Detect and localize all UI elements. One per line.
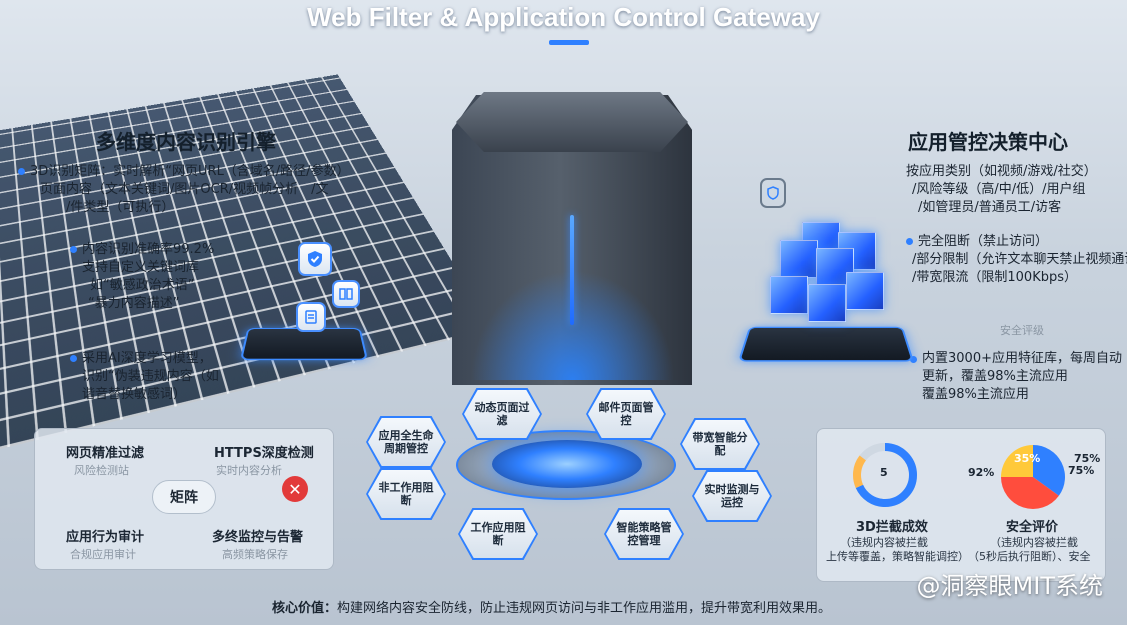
pie-pct-top: 35% (1014, 452, 1041, 465)
matrix-cell-sub: 实时内容分析 (216, 464, 282, 477)
right-item-3-line-2: 更新，覆盖98%主流应用 (922, 369, 1068, 384)
bullet (70, 246, 77, 253)
page-title: Web Filter & Application Control Gateway (307, 2, 820, 32)
right-item-2-line-3: /带宽限流（限制100Kbps） (912, 270, 1077, 285)
left-item-3-line-2: 识别“伪装违规内容（如 (82, 369, 219, 384)
left-heading: 多维度内容识别引擎 (96, 130, 276, 154)
left-item-2-line-4: “暴力内容描述” (88, 296, 180, 311)
right-item-2-line-2: /部分限制（允许文本聊天禁止视频通话 (912, 252, 1127, 267)
pie-pct-left: 92% (968, 466, 995, 479)
server-light-strip (570, 215, 574, 325)
stats-right-line: （违规内容被拦截 (990, 536, 1078, 549)
matrix-cell-sub: 合规应用审计 (70, 548, 136, 561)
bullet (70, 355, 77, 362)
ring-node: 工作应用阻断 (458, 508, 538, 560)
right-item-3-line-3: 覆盖98%主流应用 (922, 387, 1029, 402)
document-icon (296, 302, 326, 332)
right-pad (737, 326, 915, 362)
left-item-2-line-1: 内容识别准确率99.2% (82, 242, 215, 257)
right-item-1-line-3: /如管理员/普通员工/访客 (918, 200, 1062, 215)
server-top (456, 92, 688, 152)
ring-node: 实时监测与运控 (692, 470, 772, 522)
matrix-cell-title: 应用行为审计 (66, 530, 145, 545)
matrix-cell-title: HTTPS深度检测 (214, 446, 314, 461)
matrix-center: 矩阵 (152, 480, 216, 514)
left-pad (239, 327, 369, 361)
pie-pct-right: 75% (1074, 452, 1101, 465)
stats-right-line: （5秒后执行阻断）、安全 (968, 550, 1091, 563)
right-item-3-line-1: 内置3000+应用特征库，每周自动 (922, 351, 1122, 366)
shield-icon (760, 178, 786, 208)
ring-node: 应用全生命周期管控 (366, 416, 446, 468)
cube (780, 240, 818, 278)
faint-label: 安全评级 (1000, 324, 1044, 337)
right-heading: 应用管控决策中心 (908, 130, 1068, 154)
book-icon (332, 280, 360, 308)
stats-left-line: （违规内容被拦截 (840, 536, 928, 549)
left-item-2-line-2: 支持自定义关键词库 (82, 260, 200, 275)
pie-slice (1001, 445, 1033, 477)
cube (846, 272, 884, 310)
ring-node: 动态页面过滤 (462, 388, 542, 440)
bullet (18, 168, 25, 175)
matrix-cell-title: 多终监控与告警 (212, 530, 304, 545)
stats-left-line: 上传等覆盖，策略智能调控） (826, 550, 969, 563)
stats-right-title: 安全评价 (1006, 520, 1059, 535)
shield-check-icon (298, 242, 332, 276)
left-item-1-line-2: 页面内容（文本关键词/图片OCR/视频帧分析 /文 (40, 182, 329, 197)
right-item-2-line-1: 完全阻断（禁止访问） (918, 234, 1049, 249)
footer-text: 构建网络内容安全防线，防止违规网页访问与非工作应用滥用，提升带宽利用效果用。 (337, 601, 832, 616)
matrix-cell-sub: 风险检测站 (74, 464, 129, 477)
right-item-1-line-2: /风险等级（高/中/低）/用户组 (912, 182, 1086, 197)
ring-node: 智能策略管控管理 (604, 508, 684, 560)
gauge-value: 5 (880, 466, 888, 479)
right-item-1-line-1: 按应用类别（如视频/游戏/社交） (906, 164, 1097, 179)
matrix-cell-sub: 高频策略保存 (222, 548, 288, 561)
pie-pct-right: 75% (1068, 464, 1095, 477)
bullet (910, 356, 917, 363)
pie-slice (1001, 477, 1059, 509)
stats-left-title: 3D拦截成效 (856, 520, 928, 535)
left-item-2-line-3: 如“敏感政治术语” (90, 278, 195, 293)
footer-label: 核心价值： (272, 601, 338, 616)
block-x-icon: ✕ (282, 476, 308, 502)
ring-node: 非工作用阻断 (366, 468, 446, 520)
pedestal-core (492, 440, 642, 488)
ring-node: 邮件页面管控 (586, 388, 666, 440)
pie-slice (1033, 445, 1065, 496)
title-accent (549, 40, 589, 45)
cube (770, 276, 808, 314)
ring-node: 带宽智能分配 (680, 418, 760, 470)
bullet (906, 238, 913, 245)
left-item-3-line-3: 谐音替换敏感词） (82, 387, 187, 402)
cube (808, 284, 846, 322)
left-item-3-line-1: 采用AI深度学习模型， (82, 351, 212, 366)
watermark: @洞察眼MIT系统 (916, 572, 1103, 600)
matrix-cell-title: 网页精准过滤 (66, 446, 145, 461)
footer: 核心价值：构建网络内容安全防线，防止违规网页访问与非工作应用滥用，提升带宽利用效… (272, 597, 831, 616)
left-item-1-line-1: 3D识别矩阵：实时解析“网页URL（含域名/路径/参数） (30, 164, 350, 179)
pie-chart (1001, 445, 1065, 509)
gauge-chart (853, 443, 917, 507)
left-item-1-line-3: /件类型（可执行） (66, 200, 175, 215)
